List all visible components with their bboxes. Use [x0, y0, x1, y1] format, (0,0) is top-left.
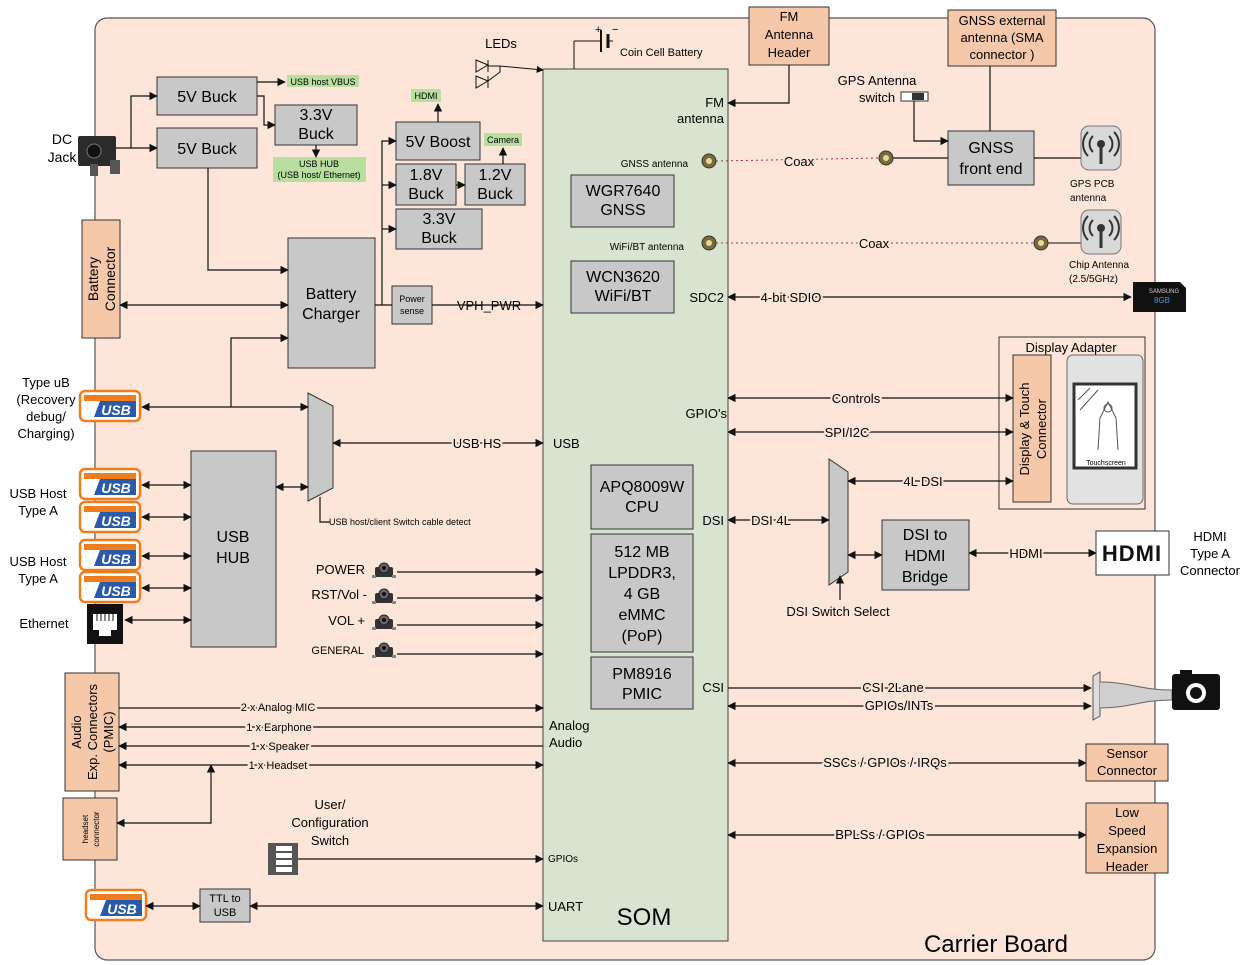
usb-logo-host-4-icon — [80, 572, 140, 602]
camera-icon — [1172, 670, 1220, 710]
apq8009w-block — [591, 465, 693, 529]
sd-card-icon: SAMSUNG 8GB — [1133, 282, 1186, 312]
coin-cell-label: Coin Cell Battery — [620, 47, 703, 59]
battery-charger-block — [288, 238, 375, 368]
hdmi-wire-label: HDMI — [1009, 546, 1042, 561]
som-wifi-antenna-label: WiFi/BT antenna — [610, 242, 685, 253]
som-usb-label: USB — [553, 436, 580, 451]
som-gnss-antenna-label: GNSS antenna — [621, 159, 689, 170]
usb-mux-icon — [308, 393, 333, 501]
dsi-4l-top-label: 4L DSI — [903, 474, 942, 489]
audio-headset-label: 1 x Headset — [249, 760, 308, 772]
touchscreen-label: Touchscreen — [1086, 460, 1126, 467]
usb-logo-host-3-icon — [80, 540, 140, 570]
gpio-ints-label: GPIOs/INTs — [865, 698, 934, 713]
usb-switch-note: USB host/client Switch cable detect — [329, 517, 471, 527]
audio-speaker-label: 1 x Speaker — [251, 741, 310, 753]
buck-5v-a-label: 5V Buck — [177, 89, 238, 106]
sdio-label: 4-bit SDIO — [761, 290, 822, 305]
camera-note-label: Camera — [487, 135, 519, 145]
som-uart-label: UART — [548, 899, 583, 914]
wifi-coax-label: Coax — [859, 236, 890, 251]
touchscreen-icon — [1067, 355, 1143, 504]
wifi-coax-connector-icon — [702, 236, 716, 250]
hdmi-logo-icon: HDMI — [1102, 541, 1162, 566]
svg-text:8GB: 8GB — [1154, 296, 1170, 305]
buck-5v-b-label: 5V Buck — [177, 141, 238, 158]
coin-plus-label: + — [595, 24, 601, 36]
bplss-label: BPLSs / GPIOs — [835, 827, 925, 842]
gnss-coax-connector-icon — [702, 154, 716, 168]
ethernet-label: Ethernet — [19, 616, 69, 631]
som-dsi-label: DSI — [702, 513, 724, 528]
spi-i2c-label: SPI/I2C — [825, 425, 870, 440]
usb-hub-block — [191, 451, 276, 647]
gnss-coax-connector-remote-icon — [879, 151, 893, 165]
button-power-label: POWER — [316, 562, 365, 577]
usb-logo-host-2-icon — [80, 502, 140, 532]
usb-hs-label: USB HS — [453, 436, 502, 451]
button-general-label: GENERAL — [311, 645, 364, 657]
gnss-external-antenna-label: GNSS externalantenna (SMAconnector ) — [959, 13, 1046, 62]
chip-antenna-icon — [1081, 210, 1121, 254]
audio-earphone-label: 1 x Earphone — [246, 722, 311, 734]
usb-logo-uart-icon — [86, 890, 146, 920]
coin-minus-label: − — [612, 24, 618, 36]
button-rst-label: RST/Vol - — [311, 587, 367, 602]
usb-host-vbus-label: USB host VBUS — [290, 77, 355, 87]
gps-pcb-antenna-icon — [1081, 126, 1121, 170]
power-sense-block — [392, 286, 432, 324]
som-title: SOM — [617, 904, 672, 931]
som-gpios-small-label: GPIOs — [548, 854, 578, 865]
carrier-board-title: Carrier Board — [924, 931, 1068, 958]
csi-2lane-label: CSI 2Lane — [862, 680, 923, 695]
som-sdc2-label: SDC2 — [689, 290, 724, 305]
leds-label: LEDs — [485, 36, 517, 51]
headset-connector — [63, 798, 117, 860]
dip-switch-icon — [268, 843, 298, 875]
button-volup-label: VOL + — [328, 613, 365, 628]
audio-mic-label: 2 x Analog MIC — [241, 702, 316, 714]
hdmi-note-label: HDMI — [415, 91, 438, 101]
display-adapter-label: Display Adapter — [1025, 340, 1117, 355]
ethernet-port-icon — [87, 604, 123, 644]
boost-5v-label: 5V Boost — [406, 134, 471, 151]
usb-logo-host-1-icon — [80, 469, 140, 499]
controls-label: Controls — [832, 391, 881, 406]
wifi-coax-connector-remote-icon — [1034, 236, 1048, 250]
som-csi-label: CSI — [702, 680, 724, 695]
type-ub-label: Type uB(Recoverydebug/Charging) — [16, 375, 76, 441]
som-gpios-label: GPIO's — [686, 406, 728, 421]
usb-logo-type-ub-icon — [80, 391, 140, 421]
gps-switch-icon — [901, 92, 928, 101]
dsi-switch-select-label: DSI Switch Select — [786, 604, 890, 619]
dsi-4l-label: DSI 4L — [751, 513, 791, 528]
svg-text:SAMSUNG: SAMSUNG — [1149, 289, 1180, 295]
sscs-label: SSCs / GPIOs / IRQs — [823, 755, 947, 770]
dsi-mux-icon — [829, 459, 848, 585]
gnss-coax-label: Coax — [784, 154, 815, 169]
